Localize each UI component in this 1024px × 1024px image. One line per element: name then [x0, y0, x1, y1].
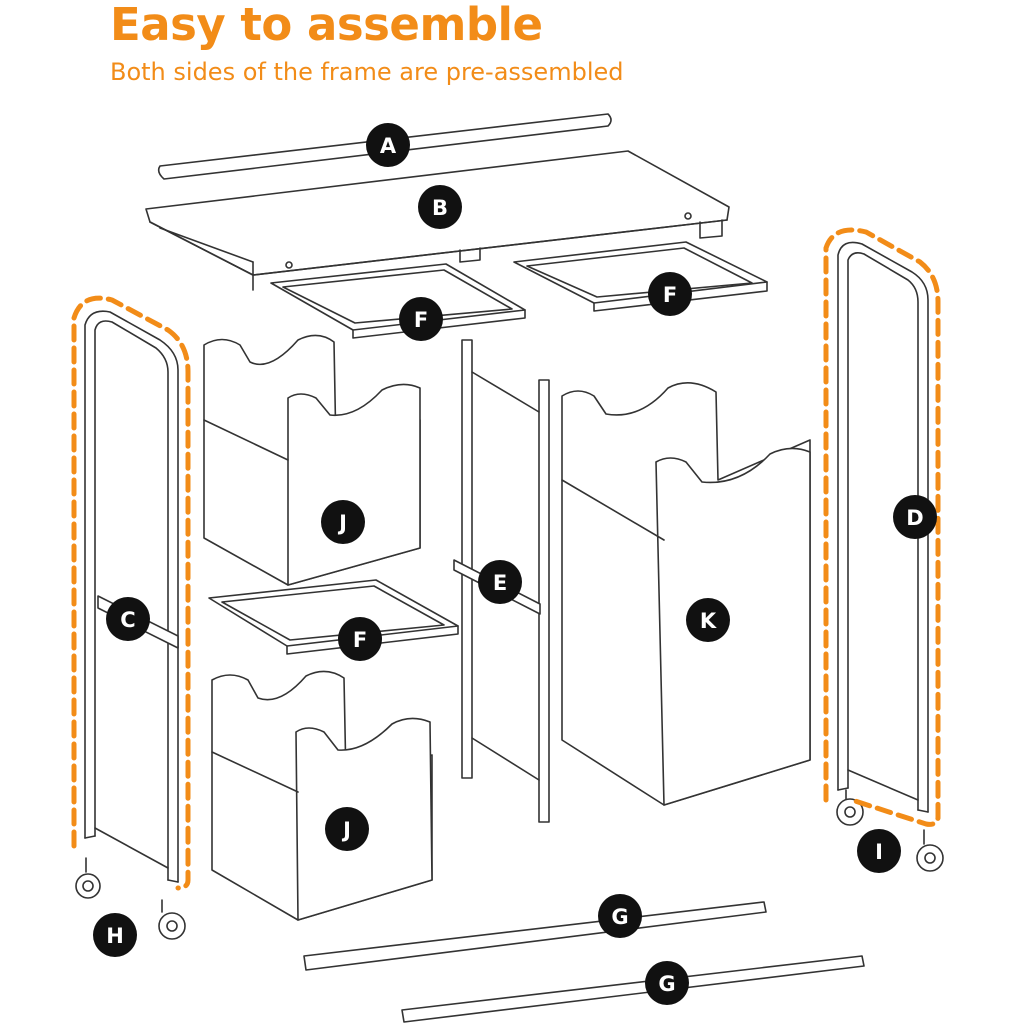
part-g-rail-lower — [401, 955, 865, 1023]
svg-text:G: G — [658, 972, 675, 996]
label-k: K — [686, 598, 730, 642]
label-f-middle: F — [338, 617, 382, 661]
part-k-bag-tall — [561, 382, 811, 806]
label-j-upper: J — [321, 500, 365, 544]
right-frame-highlight — [823, 227, 941, 827]
label-h: H — [93, 913, 137, 957]
label-e: E — [478, 560, 522, 604]
label-d: D — [893, 495, 937, 539]
svg-text:G: G — [611, 905, 628, 929]
page-title: Easy to assemble — [110, 0, 543, 51]
svg-text:D: D — [906, 506, 923, 530]
part-h-casters — [75, 857, 186, 940]
label-g-lower: G — [645, 961, 689, 1005]
label-b: B — [418, 185, 462, 229]
page-subtitle: Both sides of the frame are pre-assemble… — [110, 58, 624, 86]
part-f-tray-upper-right — [513, 241, 768, 312]
part-j-bag-lower — [211, 670, 433, 921]
svg-text:E: E — [493, 571, 507, 595]
svg-text:F: F — [353, 628, 367, 652]
svg-text:J: J — [341, 818, 351, 842]
label-j-lower: J — [325, 807, 369, 851]
part-f-tray-middle — [208, 579, 459, 655]
svg-text:C: C — [120, 608, 135, 632]
label-c: C — [106, 597, 150, 641]
label-a: A — [366, 123, 410, 167]
part-j-bag-upper — [203, 334, 421, 586]
svg-text:F: F — [663, 283, 677, 307]
svg-text:K: K — [700, 609, 717, 633]
label-g-upper: G — [598, 894, 642, 938]
part-g-rail-upper — [303, 901, 767, 971]
svg-text:H: H — [106, 924, 124, 948]
part-c-side-frame — [84, 310, 179, 883]
svg-text:A: A — [380, 134, 397, 158]
part-d-side-frame — [837, 241, 929, 813]
svg-text:I: I — [875, 840, 883, 864]
label-f-upper-right: F — [648, 272, 692, 316]
label-i: I — [857, 829, 901, 873]
left-frame-highlight — [71, 295, 191, 891]
svg-text:J: J — [337, 511, 347, 535]
label-f-upper-left: F — [399, 297, 443, 341]
part-i-casters — [836, 789, 944, 872]
svg-text:F: F — [414, 308, 428, 332]
svg-text:B: B — [432, 196, 448, 220]
part-f-tray-upper-left — [270, 263, 526, 339]
